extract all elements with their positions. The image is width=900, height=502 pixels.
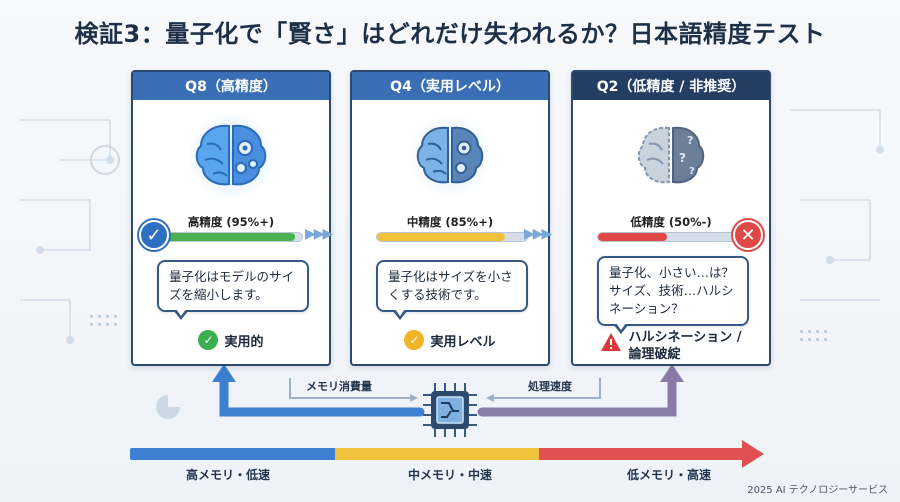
status-label: 論理破綻 xyxy=(628,346,681,362)
accuracy-bar xyxy=(597,232,737,242)
response-line: 量子化はモデルのサイ xyxy=(169,269,295,284)
brain-icon: ? ? ? xyxy=(637,126,705,184)
response-line: ズを縮小します。 xyxy=(169,287,268,303)
card-q2: Q2（低精度 / 非推奨） ? ? ? 低精度 (50%-) ✕ 量子化、小さい… xyxy=(571,70,771,366)
status: ハルシネーション / 論理破綻 xyxy=(573,330,769,364)
memory-usage-label: メモリ消費量 xyxy=(306,380,372,393)
cross-badge-icon: ✕ xyxy=(733,220,763,250)
response-line: 量子化、小さい…は？ xyxy=(609,265,735,280)
axis-label-high-memory: 高メモリ・低速 xyxy=(186,468,271,482)
axis-arrowhead-icon xyxy=(742,440,764,468)
check-circle-icon: ✓ xyxy=(404,330,425,350)
response-bubble: 量子化はサイズを小さ くする技術です。 xyxy=(376,260,528,321)
status-label: ハルシネーション / xyxy=(628,330,742,345)
check-circle-icon: ✓ xyxy=(198,330,219,350)
footer-credit: 2025 AI テクノロジーサービス xyxy=(747,485,888,496)
accuracy-label: 低精度 (50%-) xyxy=(630,215,712,229)
axis-segment-mid-memory xyxy=(334,448,540,460)
page-title: 検証3：量子化で「賢さ」はどれだけ失われるか？日本語精度テスト xyxy=(74,20,826,48)
accuracy-bar-fill xyxy=(377,233,505,241)
status: ✓ 実用的 xyxy=(133,330,329,350)
accuracy-bar-fill xyxy=(154,233,295,241)
status-label: 実用的 xyxy=(224,334,264,350)
accuracy-bar xyxy=(376,232,528,242)
axis-segment-high-memory xyxy=(130,448,335,460)
status-label: 実用レベル xyxy=(430,334,496,350)
brain-icon xyxy=(408,114,492,198)
axis-label-mid-memory: 中メモリ・中速 xyxy=(408,468,493,482)
svg-text:?: ? xyxy=(679,151,686,165)
response-bubble: 量子化、小さい…は？ サイズ、技術…ハルシ ネーション？ xyxy=(597,256,749,335)
card-q4: Q4（実用レベル） 中精度 (85%+) 量子化はサイズを小さ くする技術です。… xyxy=(350,70,550,366)
response-line: 量子化はサイズを小さ xyxy=(388,269,513,284)
status: ✓ 実用レベル xyxy=(352,330,548,350)
check-badge-icon: ✓ xyxy=(139,220,169,250)
card-header: Q2（低精度 / 非推奨） xyxy=(573,72,769,100)
card-header: Q4（実用レベル） xyxy=(352,72,548,100)
brain-icon xyxy=(187,114,275,198)
warning-icon xyxy=(601,333,622,351)
accuracy-bar xyxy=(153,232,303,242)
accuracy-label: 中精度 (85%+) xyxy=(406,215,494,229)
axis-label-low-memory: 低メモリ・高速 xyxy=(627,468,712,482)
card-q8: Q8（高精度） 高精度 (95%+) ✓ 量子化はモデルのサイ ズを縮小します。… xyxy=(131,70,331,366)
response-line: サイズ、技術…ハルシ xyxy=(609,283,734,299)
response-line: ネーション？ xyxy=(609,301,684,317)
card-header: Q8（高精度） xyxy=(133,72,329,100)
performance-axis-bar xyxy=(130,448,744,460)
flow-arrow-icon: ▶▶▶ xyxy=(524,226,552,242)
svg-text:?: ? xyxy=(689,166,695,177)
svg-text:?: ? xyxy=(687,134,693,147)
accuracy-label: 高精度 (95%+) xyxy=(187,215,275,229)
processing-speed-label: 処理速度 xyxy=(528,380,572,393)
response-bubble: 量子化はモデルのサイ ズを縮小します。 xyxy=(157,260,309,321)
accuracy-bar-fill xyxy=(598,233,667,241)
axis-segment-low-memory xyxy=(539,448,744,460)
chip-icon xyxy=(423,383,477,437)
flow-arrow-icon: ▶▶▶ xyxy=(305,226,333,242)
response-line: くする技術です。 xyxy=(388,287,487,303)
